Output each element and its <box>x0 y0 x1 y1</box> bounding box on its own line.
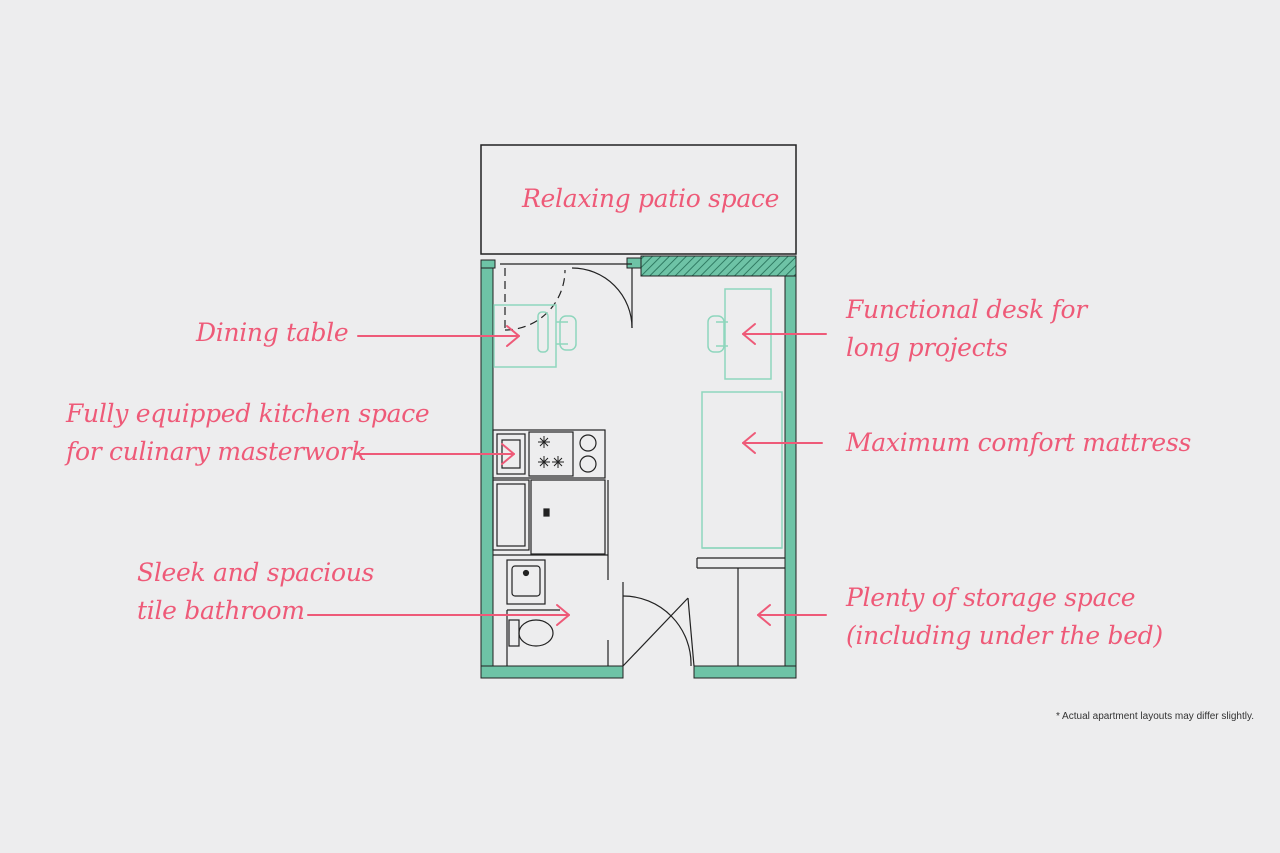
callout-storage: Plenty of storage space (including under… <box>846 579 1163 655</box>
bathroom-door <box>622 582 695 667</box>
callout-storage-line1: Plenty of storage space <box>846 583 1136 612</box>
callout-desk-line1: Functional desk for <box>846 295 1087 324</box>
bathroom <box>493 480 609 666</box>
storage-unit <box>696 557 785 666</box>
callout-bathroom-line1: Sleek and spacious <box>137 558 375 587</box>
arrow-storage <box>757 604 827 626</box>
callout-kitchen: Fully equipped kitchen space for culinar… <box>66 395 430 471</box>
callout-mattress-text: Maximum comfort mattress <box>846 428 1191 457</box>
walls <box>480 257 797 679</box>
patio-area <box>480 144 797 255</box>
patio-door <box>500 263 633 331</box>
footnote: * Actual apartment layouts may differ sl… <box>1055 711 1254 722</box>
arrow-dining <box>357 325 520 347</box>
callout-storage-line2: (including under the bed) <box>846 621 1163 650</box>
stove-burners <box>538 436 564 468</box>
callout-bathroom-line2: tile bathroom <box>137 596 305 625</box>
callout-patio: Relaxing patio space <box>522 180 779 218</box>
arrow-mattress <box>742 432 823 454</box>
arrow-desk <box>742 323 827 345</box>
callout-patio-text: Relaxing patio space <box>522 184 780 213</box>
callout-arrows <box>307 323 827 626</box>
callout-dining: Dining table <box>196 314 349 352</box>
callout-bathroom: Sleek and spacious tile bathroom <box>137 554 374 630</box>
callout-desk: Functional desk for long projects <box>846 291 1087 367</box>
callout-kitchen-line2: for culinary masterwork <box>66 437 367 466</box>
callout-mattress: Maximum comfort mattress <box>846 424 1191 462</box>
arrow-bathroom <box>307 604 570 626</box>
bed <box>701 391 783 549</box>
hatched-wall <box>640 255 797 277</box>
callout-dining-text: Dining table <box>196 318 349 347</box>
arrow-kitchen <box>356 443 515 465</box>
kitchen <box>492 429 606 555</box>
callout-desk-line2: long projects <box>846 333 1008 362</box>
callout-kitchen-line1: Fully equipped kitchen space <box>66 399 430 428</box>
